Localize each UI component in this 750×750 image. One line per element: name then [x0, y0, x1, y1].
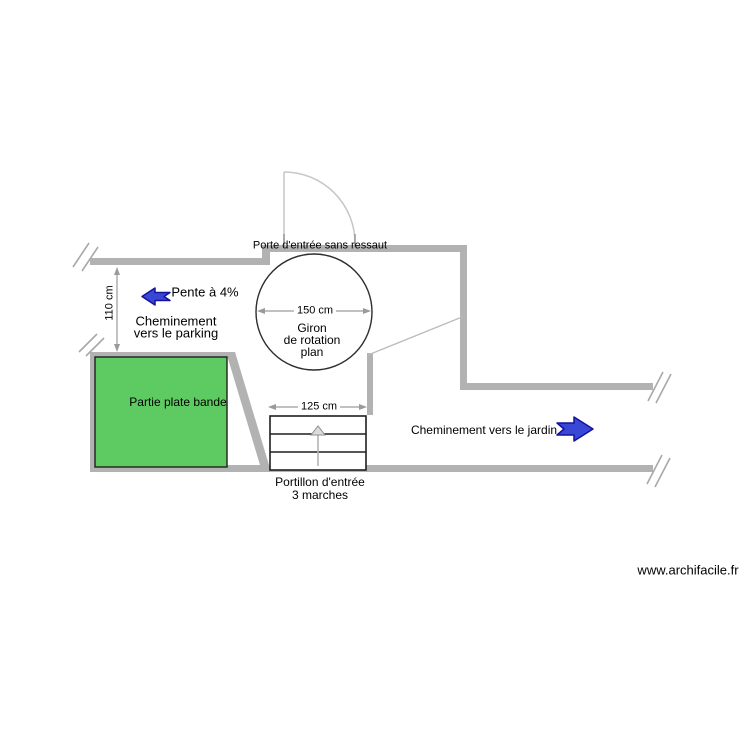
door-swing-arc[interactable] [283, 171, 356, 244]
arrowhead-down-icon [114, 344, 120, 352]
arrowhead-left-icon [268, 404, 276, 410]
wall-step-connector[interactable] [262, 245, 270, 265]
arrow-left-parking-icon[interactable] [141, 287, 171, 306]
break-mark-icon [78, 333, 98, 353]
flowerbed-area[interactable] [94, 356, 228, 468]
wall-flowerbed-left[interactable] [90, 352, 95, 472]
rotation-line3: plan [300, 345, 324, 359]
arrowhead-up-icon [114, 267, 120, 275]
break-mark-icon [654, 457, 671, 488]
door-label[interactable]: Porte d'entrée sans ressaut [252, 239, 388, 252]
wall-flowerbed-top[interactable] [90, 352, 230, 357]
parking-path-line2: vers le parking [133, 325, 219, 340]
parking-path-label[interactable]: Cheminement vers le parking [133, 313, 219, 340]
arrowhead-left-icon [257, 308, 265, 314]
wall-bottom[interactable] [90, 465, 653, 472]
break-mark-icon [85, 337, 105, 357]
gate-line2: 3 marches [291, 488, 349, 502]
gate-label[interactable]: Portillon d'entrée 3 marches [275, 476, 365, 502]
wall-right-vertical[interactable] [460, 245, 467, 390]
dimension-125-label[interactable]: 125 cm [297, 401, 341, 413]
break-mark-icon [646, 454, 663, 485]
wall-stairs-right[interactable] [367, 353, 373, 415]
watermark-link[interactable]: www.archifacile.fr [637, 562, 739, 578]
flowerbed-label[interactable]: Partie plate bande [129, 395, 227, 409]
wall-top-left[interactable] [90, 258, 270, 265]
rotation-line2: de rotation [283, 333, 341, 347]
dimension-110-label[interactable]: 110 cm [104, 282, 116, 324]
entrance-door[interactable] [283, 171, 356, 247]
parking-path-line1: Cheminement [135, 313, 217, 329]
gate-line1: Portillon d'entrée [275, 475, 365, 489]
break-mark-icon [647, 371, 664, 402]
wall-middle-horizontal[interactable] [460, 383, 653, 390]
wall-break-marks [72, 242, 672, 488]
arrowhead-right-icon [359, 404, 367, 410]
break-mark-icon [81, 246, 99, 272]
slope-label[interactable]: Pente à 4% [171, 284, 239, 300]
rotation-line1: Giron [297, 321, 327, 335]
garden-path-label[interactable]: Cheminement vers le jardin [410, 423, 558, 437]
ramp-line[interactable] [367, 316, 463, 356]
wall-entrance-top[interactable] [262, 245, 467, 252]
wall-flowerbed-diagonal[interactable] [226, 352, 269, 465]
break-mark-icon [655, 373, 672, 404]
arrow-right-jardin-icon[interactable] [556, 416, 594, 442]
walls [90, 245, 653, 472]
stairs[interactable] [269, 415, 367, 471]
stair-direction-arrow-icon [309, 425, 327, 436]
dimension-150-label[interactable]: 150 cm [293, 305, 337, 317]
break-mark-icon [72, 242, 90, 268]
rotation-circle-label[interactable]: Giron de rotation plan [284, 322, 341, 358]
dimension-110 [114, 267, 120, 352]
arrowhead-right-icon [363, 308, 371, 314]
